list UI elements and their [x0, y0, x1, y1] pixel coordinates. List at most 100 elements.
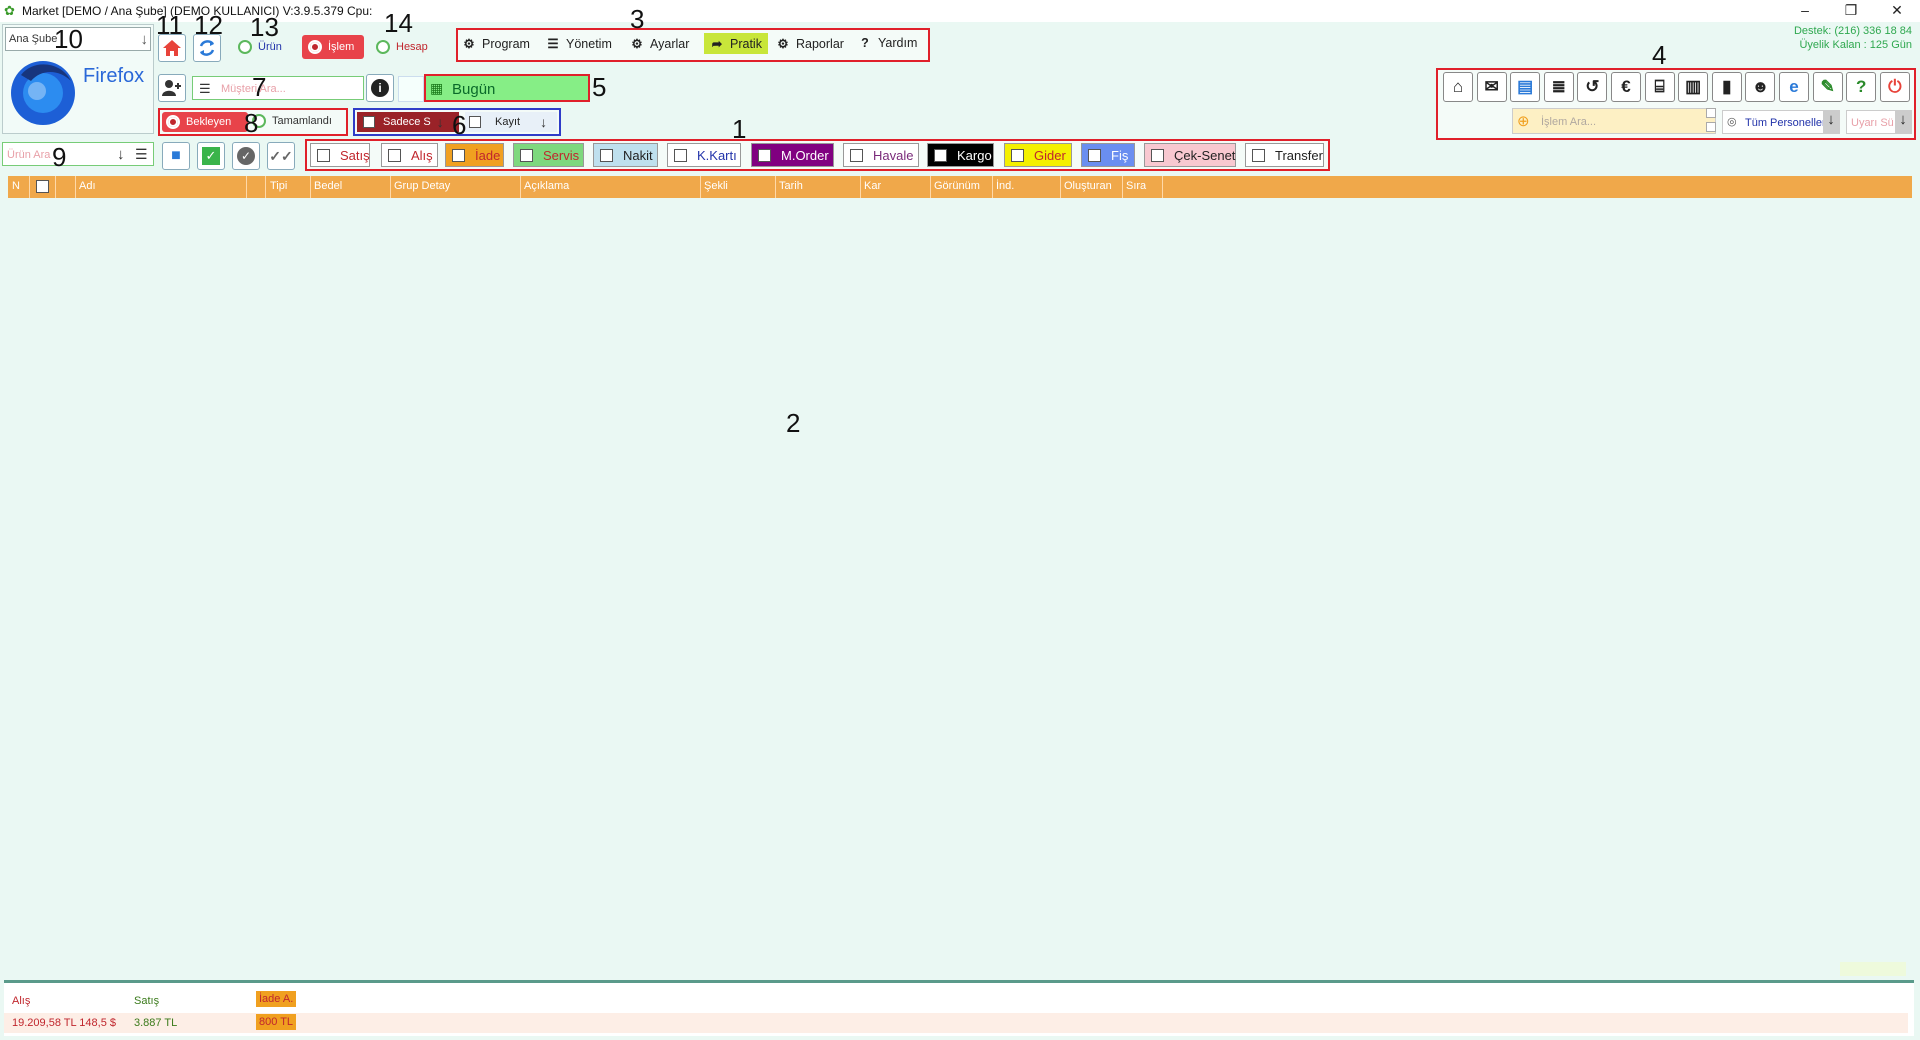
double-check-button[interactable]: ✓✓: [267, 142, 295, 170]
warning-select[interactable]: Uyarı Sü ↓: [1846, 110, 1912, 134]
add-customer-button[interactable]: [158, 74, 186, 102]
select-all-checkbox[interactable]: [36, 180, 49, 193]
mode-urun-radio[interactable]: [238, 40, 252, 54]
customer-search[interactable]: ☰ Müşteri Ara...: [192, 76, 364, 100]
type-filter-chip[interactable]: Satış: [310, 143, 370, 167]
type-filter-chip[interactable]: Havale: [843, 143, 919, 167]
minimize-button[interactable]: –: [1801, 2, 1809, 18]
check-circle-button[interactable]: ✓: [232, 142, 260, 170]
type-filter-chip[interactable]: K.Kartı: [667, 143, 741, 167]
status-pending-radio[interactable]: [166, 115, 180, 129]
type-filter-chip[interactable]: Alış: [381, 143, 438, 167]
notepad-button[interactable]: ≣: [1543, 72, 1574, 102]
record-select[interactable]: Kayıt ↓: [465, 112, 557, 132]
grid-body[interactable]: [8, 198, 1912, 976]
type-filter-chip[interactable]: Transfer: [1245, 143, 1324, 167]
col-sekli[interactable]: Şekli: [704, 180, 728, 192]
status-done[interactable]: Tamamlandı: [252, 114, 332, 128]
branch-select[interactable]: Ana Şube ↓: [5, 27, 151, 51]
power-button[interactable]: ⏻: [1879, 72, 1910, 102]
mode-urun[interactable]: Ürün: [238, 40, 282, 54]
menu-ayarlar[interactable]: ⚙Ayarlar: [631, 37, 690, 51]
col-bedel[interactable]: Bedel: [314, 180, 343, 192]
chart-icon: ▥: [1685, 77, 1702, 96]
bank-button[interactable]: ⌸: [1644, 72, 1675, 102]
col-sira[interactable]: Sıra: [1126, 180, 1147, 192]
type-filter-chip[interactable]: Gider: [1004, 143, 1072, 167]
type-filter-checkbox[interactable]: [1011, 148, 1024, 162]
date-filter[interactable]: ▦ Bugün: [424, 74, 590, 102]
type-filter-checkbox[interactable]: [317, 148, 330, 162]
message-button[interactable]: ✎: [1812, 72, 1843, 102]
type-filter-checkbox[interactable]: [1151, 148, 1164, 162]
only-checkbox[interactable]: [363, 116, 375, 128]
type-filter-checkbox[interactable]: [520, 148, 533, 162]
type-filter-chip[interactable]: İade: [445, 143, 504, 167]
euro-button[interactable]: €: [1611, 72, 1641, 102]
book-button[interactable]: ▮: [1711, 72, 1742, 102]
col-grup-detay[interactable]: Grup Detay: [394, 180, 451, 192]
chat-button[interactable]: ✉: [1476, 72, 1507, 102]
col-ind[interactable]: İnd.: [996, 180, 1015, 192]
status-pending[interactable]: Bekleyen: [162, 112, 248, 132]
book-icon: ▮: [1722, 77, 1732, 96]
refresh-button[interactable]: [193, 34, 221, 62]
home-button[interactable]: ⌂: [1443, 72, 1473, 102]
customer-info-button[interactable]: i: [366, 74, 394, 102]
calendar-icon: ▦: [430, 80, 444, 96]
type-filter-checkbox[interactable]: [934, 148, 947, 162]
col-kar[interactable]: Kar: [864, 180, 882, 192]
type-filter-checkbox[interactable]: [452, 148, 465, 162]
mode-islem-radio[interactable]: [308, 40, 322, 54]
briefcase-button[interactable]: ■: [162, 142, 190, 170]
type-filter-checkbox[interactable]: [1088, 148, 1101, 162]
history-button[interactable]: ↺: [1577, 72, 1608, 102]
help-button[interactable]: ?: [1846, 72, 1877, 102]
type-filter-label: K.Kartı: [697, 147, 737, 163]
check-square-button[interactable]: ✓: [197, 142, 225, 170]
menu-raporlar[interactable]: ⚙Raporlar: [777, 37, 844, 51]
calculator-button[interactable]: ▤: [1510, 72, 1541, 102]
col-n[interactable]: N: [12, 180, 20, 192]
col-adi[interactable]: Adı: [79, 180, 96, 192]
type-filter-chip[interactable]: Kargo: [927, 143, 994, 167]
users-button[interactable]: ☻: [1745, 72, 1776, 102]
type-filter-chip[interactable]: Fiş: [1081, 143, 1135, 167]
option-checkbox-2[interactable]: [1706, 122, 1716, 132]
mode-islem[interactable]: İşlem: [302, 35, 364, 59]
only-filter[interactable]: Sadece S ↓: [357, 112, 459, 132]
col-tipi[interactable]: Tipi: [270, 180, 288, 192]
menu-yonetim[interactable]: ☰Yönetim: [547, 37, 612, 51]
type-filter-checkbox[interactable]: [850, 148, 863, 162]
mode-hesap[interactable]: Hesap: [376, 40, 428, 54]
type-filter-checkbox[interactable]: [388, 148, 401, 162]
type-filter-chip[interactable]: M.Order: [751, 143, 834, 167]
status-done-radio[interactable]: [252, 114, 266, 128]
type-filter-chip[interactable]: Servis: [513, 143, 584, 167]
close-button[interactable]: ✕: [1891, 2, 1903, 18]
type-filter-checkbox[interactable]: [1252, 148, 1265, 162]
type-filter-checkbox[interactable]: [674, 148, 687, 162]
col-gorunum[interactable]: Görünüm: [934, 180, 980, 192]
menu-program[interactable]: ⚙Program: [463, 37, 530, 51]
mode-hesap-radio[interactable]: [376, 40, 390, 54]
chart-button[interactable]: ▥: [1678, 72, 1709, 102]
transaction-search[interactable]: ⊕ İşlem Ara...: [1512, 108, 1716, 134]
personnel-select[interactable]: ◎ Tüm Personeller ↓: [1722, 110, 1840, 134]
type-filter-chip[interactable]: Nakit: [593, 143, 658, 167]
home-button[interactable]: [158, 34, 186, 62]
type-filter-chip[interactable]: Çek-Senet: [1144, 143, 1236, 167]
col-olusturan[interactable]: Oluşturan: [1064, 180, 1112, 192]
menu-pratik[interactable]: ➦Pratik: [704, 33, 768, 54]
type-filter-checkbox[interactable]: [758, 148, 771, 162]
product-search[interactable]: Ürün Ara ↓ ☰: [2, 142, 154, 166]
record-checkbox[interactable]: [469, 116, 481, 128]
menu-yardim[interactable]: ?Yardım: [858, 36, 917, 50]
restore-button[interactable]: ❐: [1844, 2, 1858, 18]
totals-footer: Alış Satış İade A. 19.209,58 TL 148,5 $ …: [4, 980, 1914, 1036]
option-checkbox-1[interactable]: [1706, 108, 1716, 118]
type-filter-checkbox[interactable]: [600, 148, 613, 162]
col-aciklama[interactable]: Açıklama: [524, 180, 570, 192]
ie-button[interactable]: e: [1779, 72, 1809, 102]
col-tarih[interactable]: Tarih: [779, 180, 803, 192]
